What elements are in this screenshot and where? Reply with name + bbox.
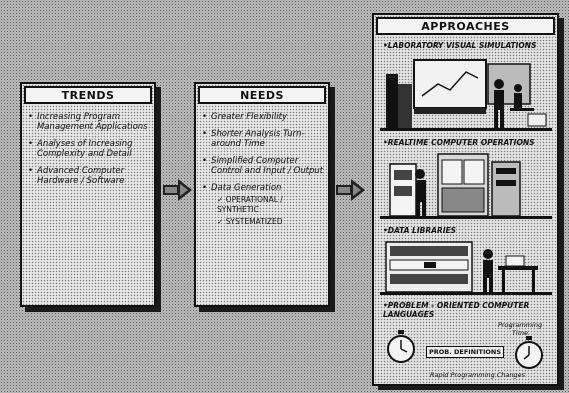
rapid-changes-label: Rapid Programming Changes (430, 371, 526, 379)
needs-item: Shorter Analysis Turn-around Time (202, 129, 324, 149)
trends-title: TRENDS (24, 86, 152, 104)
approach-item: REALTIME COMPUTER OPERATIONS (383, 138, 535, 147)
trends-item: Analyses of Increasing Complexity and De… (28, 139, 148, 159)
prob-definitions-label: PROB. DEFINITIONS (426, 346, 505, 358)
approach-item: DATA LIBRARIES (383, 226, 456, 235)
needs-title: NEEDS (198, 86, 326, 104)
approach-item: LABORATORY VISUAL SIMULATIONS (383, 41, 537, 50)
approach-item: PROBLEM - ORIENTED COMPUTER LANGUAGES (383, 301, 543, 319)
needs-sub-item: ✓ SYSTEMATIZED (217, 217, 283, 226)
trends-list: Increasing Program Management Applicatio… (28, 112, 148, 193)
trends-item: Advanced Computer Hardware / Software (28, 166, 148, 186)
arrow-right-icon (163, 179, 192, 201)
approaches-title: APPROACHES (376, 17, 555, 35)
trends-item: Increasing Program Management Applicatio… (28, 112, 148, 132)
needs-item-label: Data Generation (211, 183, 282, 193)
data-library-illustration (380, 241, 552, 295)
needs-item: Simplified Computer Control and Input / … (202, 156, 324, 176)
programming-time-label: Programming Time (498, 321, 543, 337)
stopwatch-icon (515, 336, 543, 369)
needs-sub-item: ✓ OPERATIONAL / SYNTHETIC (217, 195, 283, 214)
needs-item: Data Generation ✓ OPERATIONAL / SYNTHETI… (202, 183, 324, 227)
computer-operator-illustration (380, 153, 552, 219)
needs-list: Greater Flexibility Shorter Analysis Tur… (202, 112, 324, 234)
arrow-right-icon (336, 179, 365, 201)
stopwatch-icon (387, 330, 415, 363)
needs-item: Greater Flexibility (202, 112, 324, 122)
lab-simulation-illustration (380, 59, 552, 131)
